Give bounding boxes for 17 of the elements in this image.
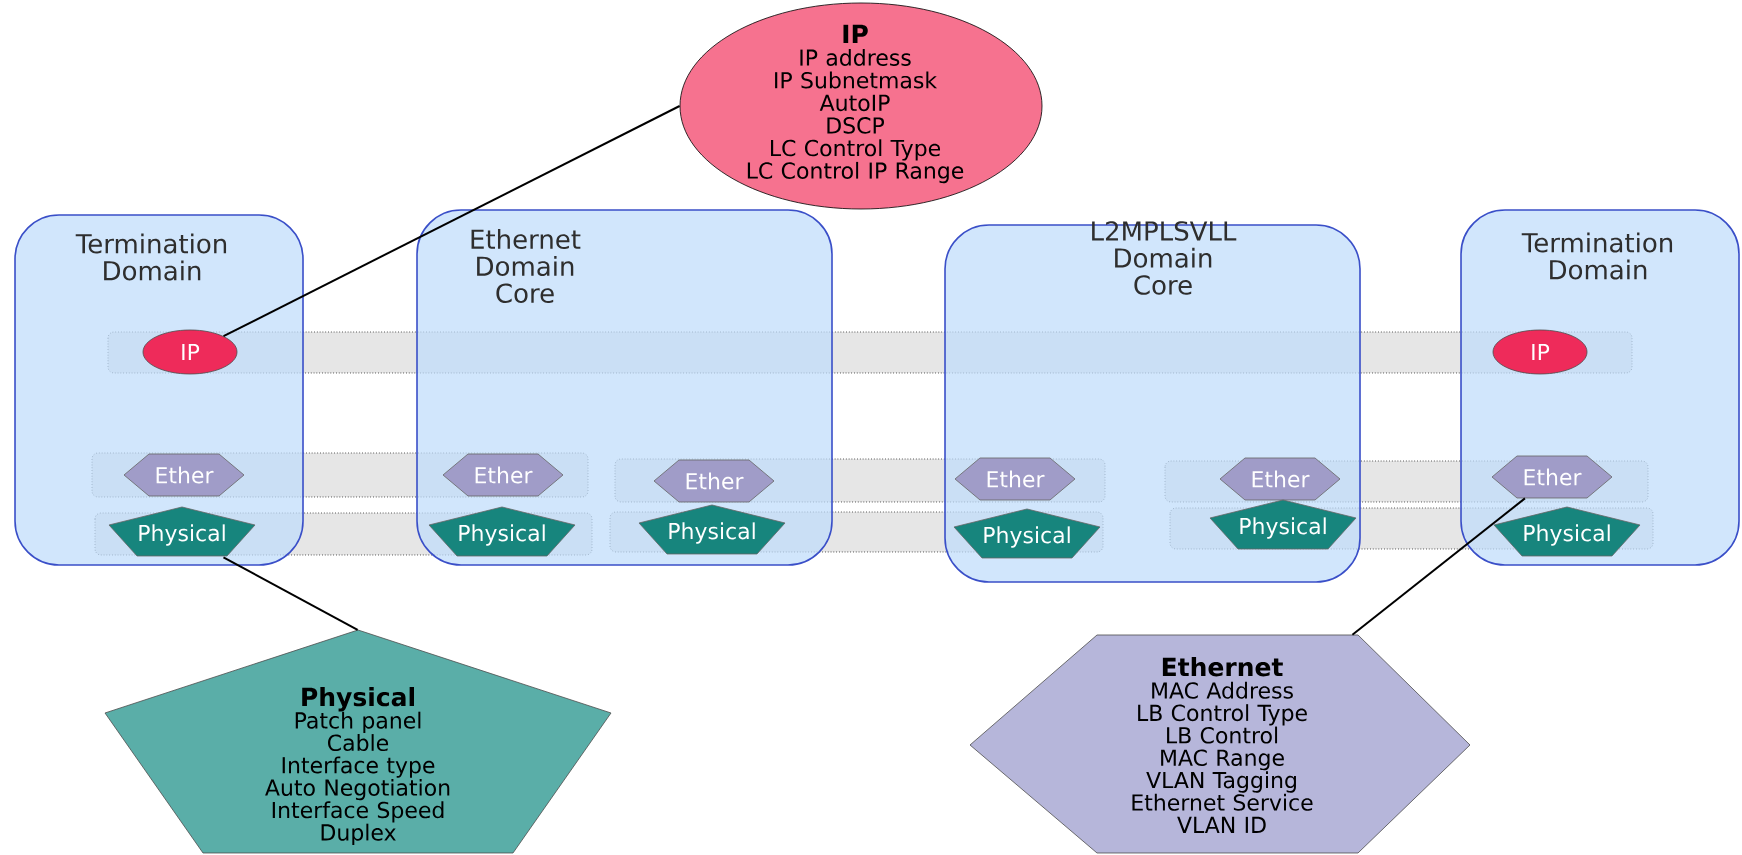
physical-pentagon: Physical	[428, 506, 576, 557]
leader-line	[222, 105, 681, 338]
physical-pentagon: Physical	[638, 504, 786, 555]
ether-hexagon: Ether	[123, 453, 245, 497]
ether-hexagon: Ether	[954, 457, 1076, 501]
leader-line	[1351, 497, 1526, 636]
ether-hexagon: Ether	[1491, 455, 1613, 499]
physical-pentagon: Physical Patch panel Cable Interface type Auto Negotiation Interface Speed Duplex	[104, 629, 612, 854]
leader-line	[222, 556, 359, 631]
ethernet-hexagon: Ethernet MAC Address LB Control Type LB Control MAC Range VLAN Tagging Ethernet Service VLAN ID	[969, 634, 1471, 854]
ether-hexagon: Ether	[1219, 457, 1341, 501]
ether-hexagon: Ether	[442, 453, 564, 497]
physical-pentagon: Physical	[108, 506, 256, 557]
physical-pentagon: Physical	[953, 508, 1101, 559]
physical-pentagon: Physical	[1209, 499, 1357, 550]
physical-pentagon: Physical	[1493, 506, 1641, 557]
ether-hexagon: Ether	[653, 459, 775, 503]
